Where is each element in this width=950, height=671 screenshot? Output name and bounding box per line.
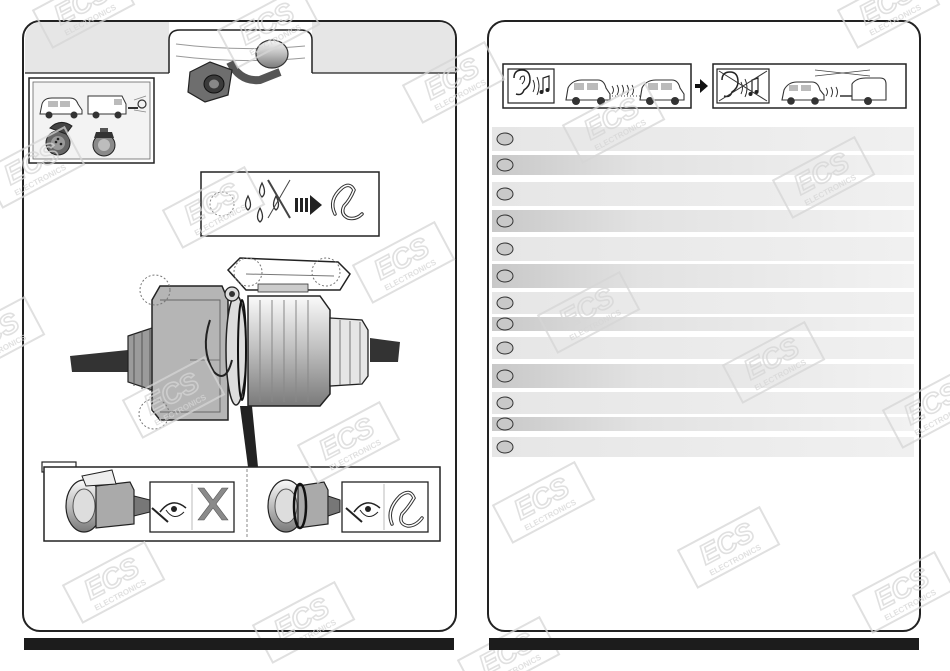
grease-tube-icon xyxy=(330,183,364,221)
numbered-row xyxy=(492,392,914,414)
eye-icon xyxy=(345,502,381,523)
numbered-row xyxy=(492,210,914,232)
numbered-row xyxy=(492,437,914,457)
trailer-icon xyxy=(840,77,887,105)
numbered-row xyxy=(492,337,914,359)
numbered-row xyxy=(492,182,914,206)
row-number-circle xyxy=(496,187,514,201)
cross-icon xyxy=(197,487,229,521)
row-number-circle xyxy=(496,269,514,283)
row-number-circle xyxy=(496,369,514,383)
row-number-circle xyxy=(496,317,514,331)
cross-icon xyxy=(267,179,291,219)
numbered-row xyxy=(492,237,914,261)
numbered-row xyxy=(492,292,914,314)
tow-bar-socket-closeup xyxy=(168,29,313,103)
moisture-grease-inset xyxy=(200,171,380,237)
seal-check-row xyxy=(41,461,441,542)
grease-tube-icon xyxy=(388,490,424,528)
water-drops-icon xyxy=(244,181,280,223)
plug-socket-icon xyxy=(267,479,341,533)
footer-bar-right xyxy=(489,638,919,650)
numbered-row xyxy=(492,364,914,388)
car-icon xyxy=(565,79,611,105)
row-number-circle xyxy=(496,158,514,172)
row-number-circle xyxy=(496,417,514,431)
numbered-row xyxy=(492,264,914,288)
socket-open-icon xyxy=(45,122,73,156)
row-number-circle xyxy=(496,440,514,454)
vehicle-types-inset xyxy=(28,77,155,164)
socket-exploded-view xyxy=(70,257,400,467)
arrow-right-icon xyxy=(695,79,708,93)
acoustic-test-diagram xyxy=(502,63,907,109)
numbered-row xyxy=(492,155,914,175)
row-number-circle xyxy=(496,296,514,310)
row-number-circle xyxy=(496,132,514,146)
plug-socket-icon xyxy=(65,469,151,533)
numbered-row xyxy=(492,317,914,331)
numbered-rows xyxy=(492,127,914,457)
row-number-circle xyxy=(496,396,514,410)
car-icon xyxy=(781,81,825,105)
van-icon xyxy=(87,95,127,119)
row-number-circle xyxy=(496,214,514,228)
numbered-row xyxy=(492,417,914,431)
trailer-hitch-icon xyxy=(128,95,147,113)
eye-icon xyxy=(151,502,187,523)
sound-crossed-icon xyxy=(718,70,768,102)
row-number-circle xyxy=(496,341,514,355)
arrow-right-icon xyxy=(295,195,322,215)
plug-icon xyxy=(92,128,116,157)
car-icon xyxy=(39,97,83,119)
row-number-circle xyxy=(496,242,514,256)
numbered-row xyxy=(492,127,914,151)
left-header-strip xyxy=(25,22,455,74)
footer-bar-left xyxy=(24,638,454,650)
ear-sound-icon xyxy=(513,69,550,96)
